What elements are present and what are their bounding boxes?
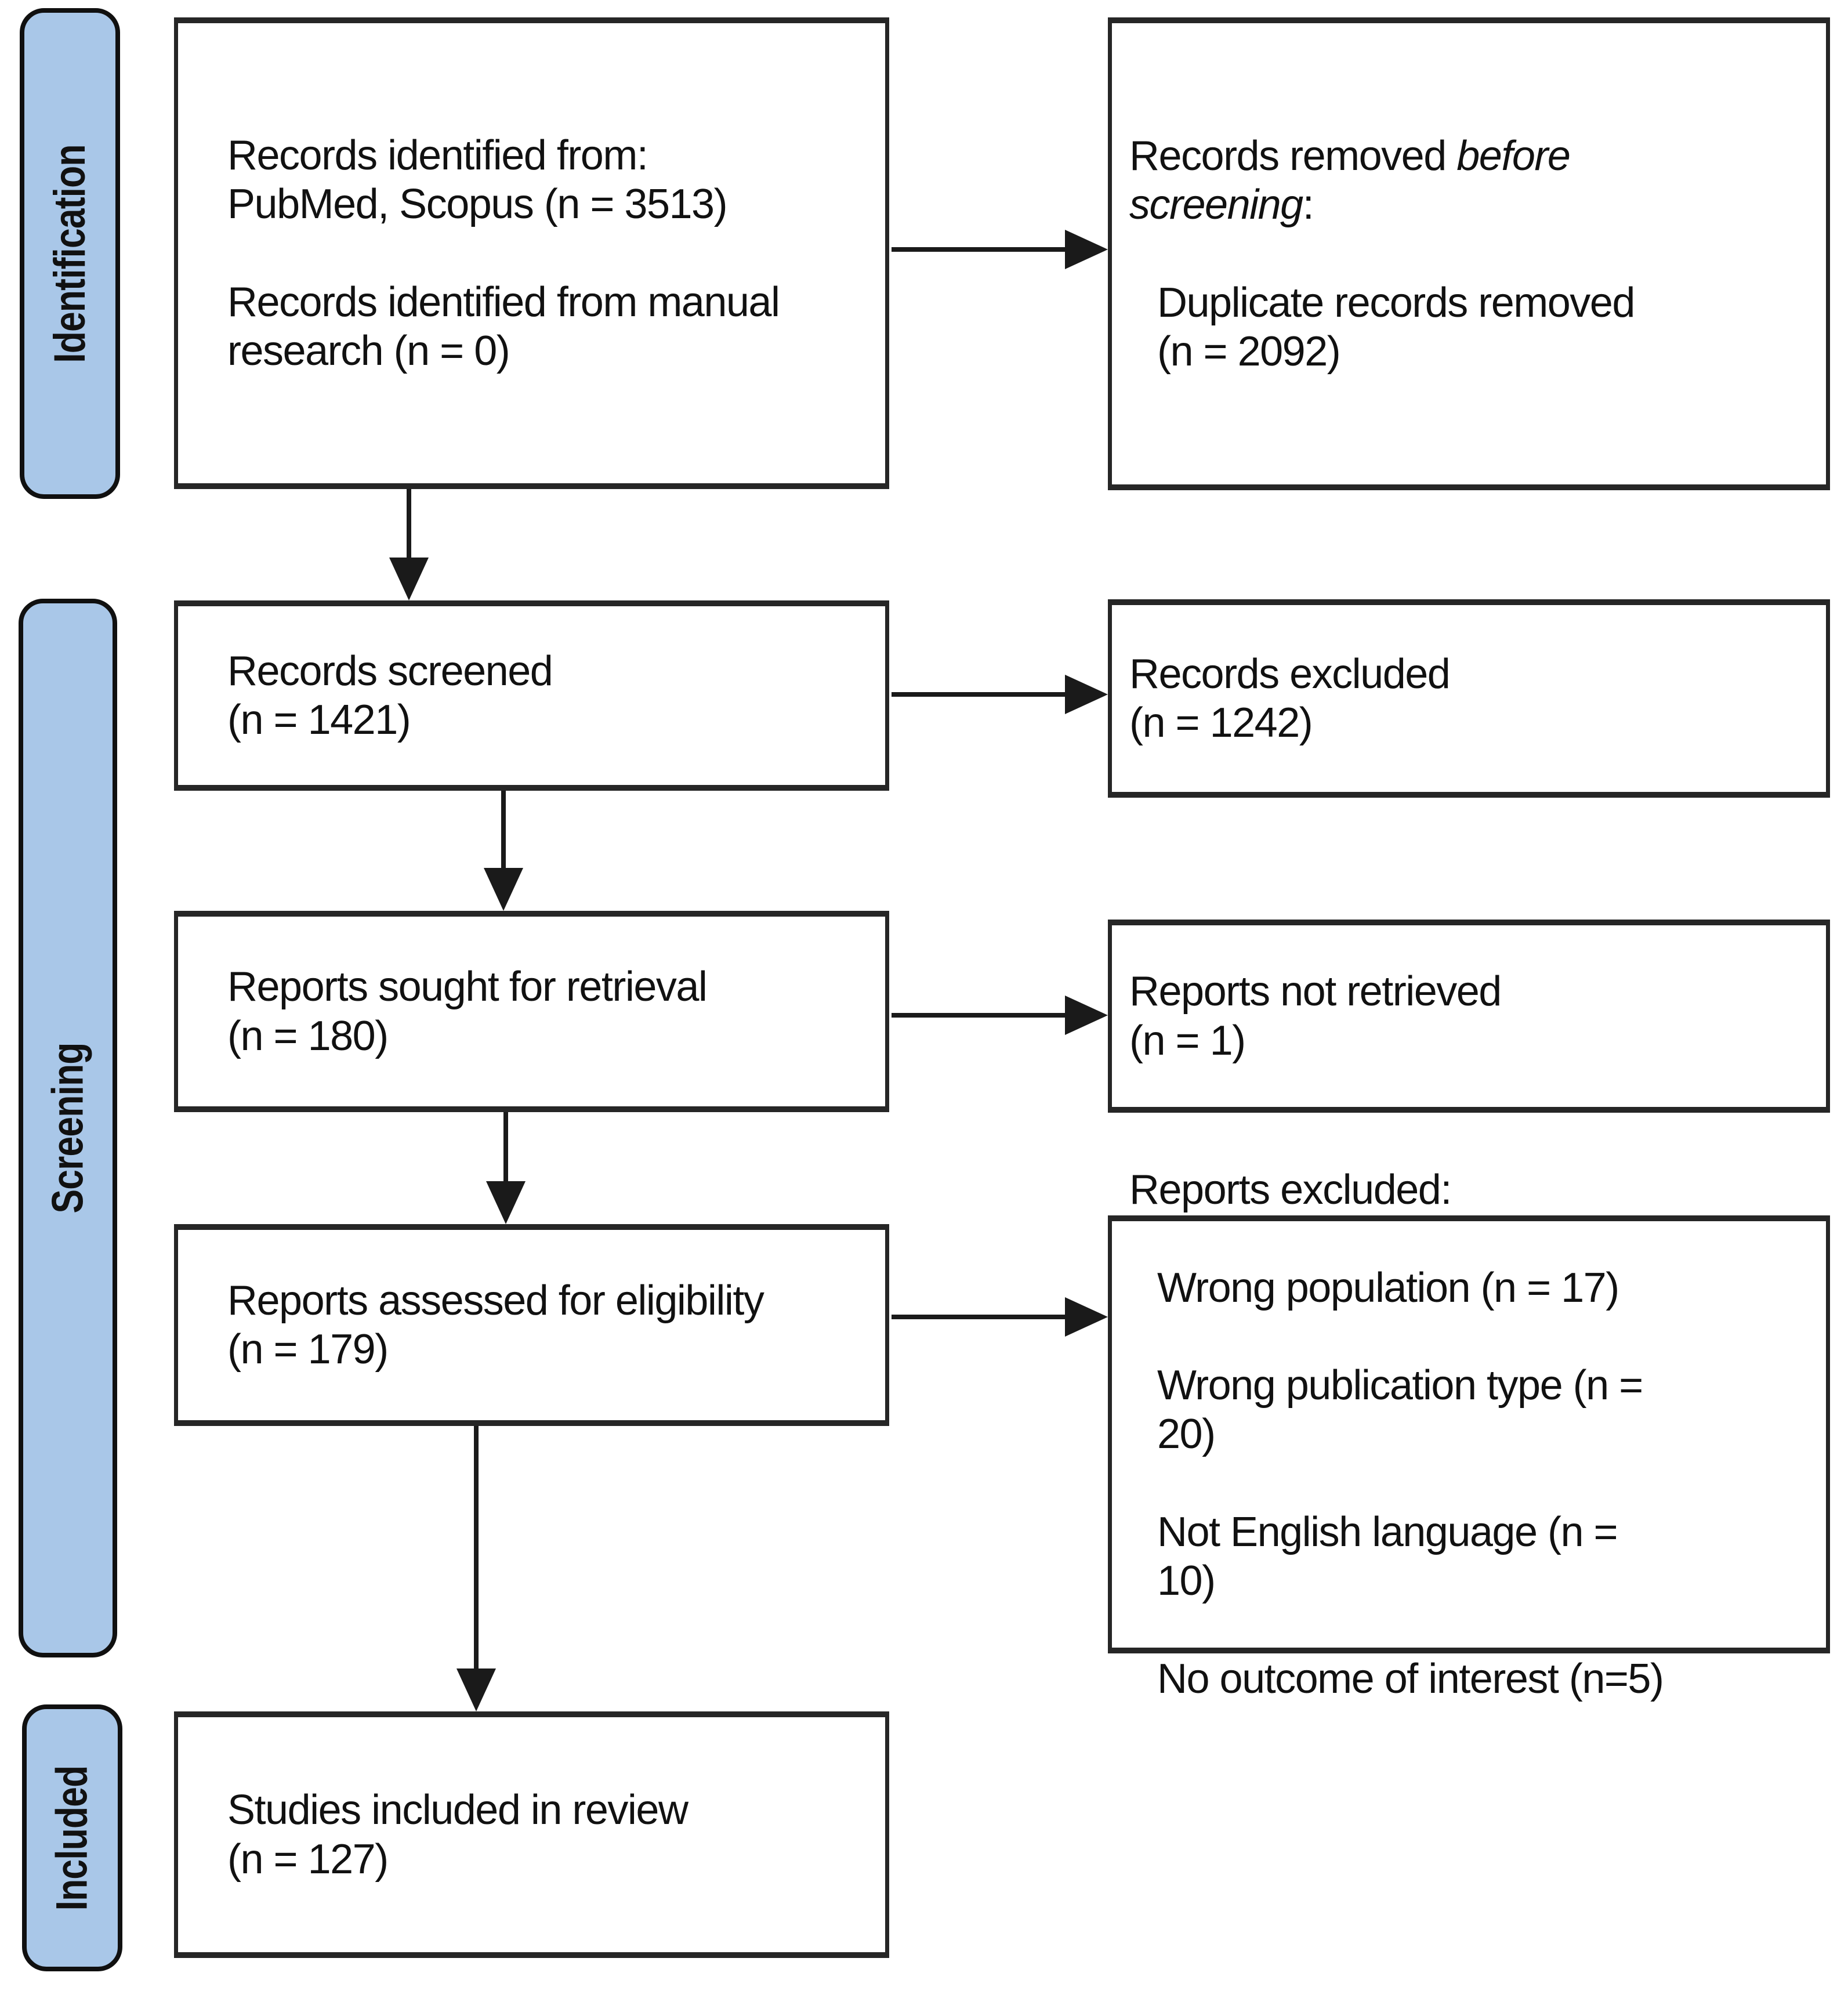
reports-not-retrieved-text: Reports not retrieved (n = 1) <box>1129 968 1502 1064</box>
box-reports-not-retrieved: Reports not retrieved (n = 1) <box>1108 920 1830 1113</box>
arrow-head <box>1065 1297 1108 1337</box>
arrow-head <box>486 1181 526 1224</box>
records-removed-text: Records removed before screening: Duplic… <box>1112 83 1826 425</box>
arrow-line <box>501 791 506 869</box>
box-reports-excluded: Reports excluded: Wrong population (n = … <box>1108 1167 1830 1702</box>
arrow-line <box>892 1315 1067 1319</box>
reports-excluded-item: Not English language (n = 10) <box>1157 1508 1618 1605</box>
box-reports-assessed: Reports assessed for eligibility (n = 17… <box>174 1224 889 1426</box>
reports-excluded-heading: Reports excluded: <box>1129 1167 1452 1214</box>
box-records-excluded: Records excluded (n = 1242) <box>1108 599 1830 798</box>
arrow-line <box>474 1426 479 1670</box>
records-removed-item: Duplicate records removed (n = 2092) <box>1157 279 1635 375</box>
stage-included: Included <box>22 1704 122 1971</box>
records-identified-text: Records identified from: PubMed, Scopus … <box>227 132 780 374</box>
records-removed-heading: Records removed before screening: <box>1129 132 1805 229</box>
reports-excluded-item: Wrong population (n = 17) <box>1157 1264 1619 1311</box>
box-records-screened: Records screened (n = 1421) <box>174 600 889 791</box>
records-excluded-text: Records excluded (n = 1242) <box>1129 650 1451 746</box>
box-studies-included: Studies included in review (n = 127) <box>174 1711 889 1958</box>
arrow-line <box>503 1112 508 1183</box>
arrow-head <box>1065 230 1108 269</box>
stage-screening: Screening <box>19 599 117 1657</box>
reports-excluded-text: Reports excluded: Wrong population (n = … <box>1112 1117 1826 1752</box>
stage-identification: Identification <box>20 8 120 499</box>
arrow-line <box>892 247 1067 252</box>
reports-assessed-text: Reports assessed for eligibility (n = 17… <box>227 1277 764 1373</box>
box-records-identified: Records identified from: PubMed, Scopus … <box>174 17 889 489</box>
reports-sought-text: Reports sought for retrieval (n = 180) <box>227 964 708 1059</box>
arrow-line <box>892 1013 1067 1018</box>
records-removed-prefix: Records removed <box>1129 132 1457 179</box>
arrow-head <box>484 868 523 911</box>
reports-excluded-item: No outcome of interest (n=5) <box>1157 1655 1664 1702</box>
stage-screening-label: Screening <box>43 1043 93 1214</box>
arrow-head <box>389 558 429 600</box>
arrow-line <box>892 692 1067 697</box>
arrow-head <box>1065 675 1108 714</box>
arrow-line <box>407 489 411 560</box>
studies-included-text: Studies included in review (n = 127) <box>227 1787 689 1883</box>
records-screened-text: Records screened (n = 1421) <box>227 647 553 743</box>
arrow-head <box>456 1668 496 1711</box>
records-removed-suffix: : <box>1302 182 1314 229</box>
reports-excluded-item: Wrong publication type (n = 20) <box>1157 1362 1643 1458</box>
stage-identification-label: Identification <box>45 144 95 363</box>
stage-included-label: Included <box>48 1765 97 1910</box>
records-removed-italic: before screening <box>1129 132 1571 229</box>
box-reports-sought: Reports sought for retrieval (n = 180) <box>174 911 889 1112</box>
box-records-removed: Records removed before screening: Duplic… <box>1108 17 1830 490</box>
arrow-head <box>1065 996 1108 1035</box>
